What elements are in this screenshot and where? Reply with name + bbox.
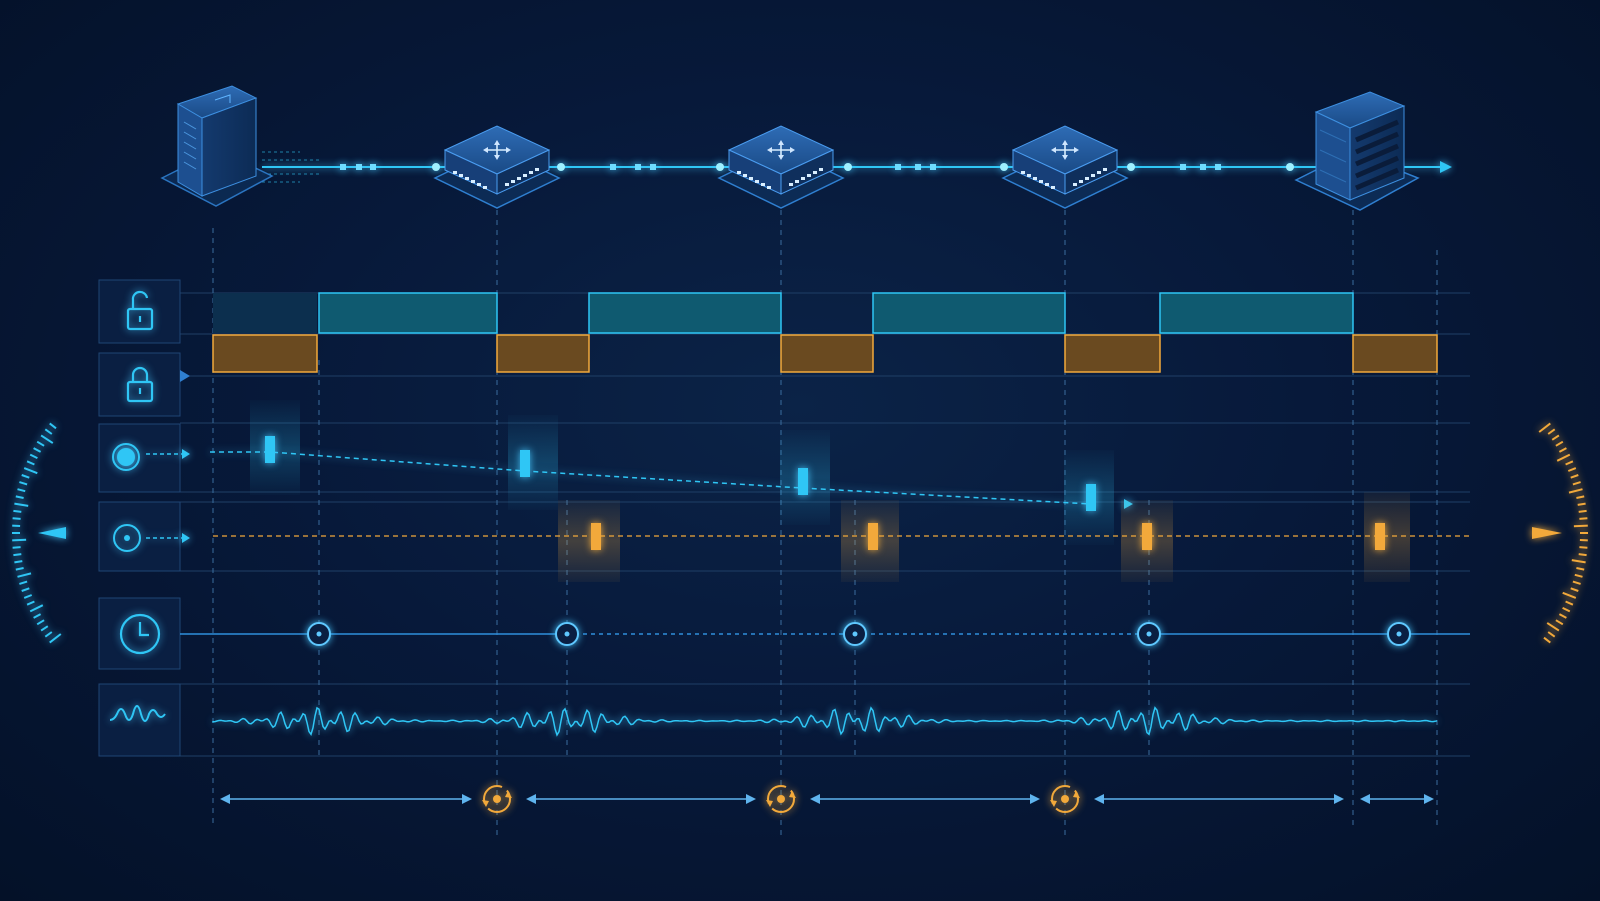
sync-cycle-icon xyxy=(1050,785,1080,813)
dial-tick xyxy=(1551,434,1560,441)
lock-blocks xyxy=(212,334,1438,373)
dial-tick xyxy=(13,509,22,513)
locked-padlock-icon xyxy=(126,366,154,403)
dial-tick xyxy=(23,594,33,599)
target-circle-arrow-icon xyxy=(113,524,190,552)
dial-tick xyxy=(15,495,24,499)
dial-tick xyxy=(1568,488,1583,494)
amber-dial-icon xyxy=(1532,422,1588,644)
dial-tick xyxy=(1538,422,1551,433)
dial-tick xyxy=(49,633,62,644)
network-switch-icon xyxy=(717,125,845,209)
dial-tick xyxy=(17,572,32,578)
dial-tick xyxy=(1576,495,1585,499)
dial-tick xyxy=(40,625,49,632)
primary-timestamp-markers xyxy=(265,436,1096,511)
dial-tick xyxy=(19,580,28,585)
tower-server-icon xyxy=(160,85,274,207)
secondary-timestamp-trace xyxy=(213,492,1470,582)
dial-tick xyxy=(12,517,21,520)
primary-timestamp-trace xyxy=(210,400,1133,545)
dial-tick xyxy=(19,481,28,486)
dial-tick xyxy=(49,422,57,430)
dial-tick xyxy=(12,546,21,549)
dial-tick xyxy=(1543,636,1551,644)
dial-tick xyxy=(21,587,30,592)
dial-tick xyxy=(1555,619,1564,626)
dial-tick xyxy=(33,447,42,453)
network-switch-icon xyxy=(1001,125,1129,209)
link-stream-lines xyxy=(262,151,320,183)
dial-tick xyxy=(36,440,45,447)
dial-tick xyxy=(1570,474,1579,479)
lane-pointer-icon xyxy=(180,370,190,382)
dial-tick xyxy=(1558,613,1567,619)
sync-cycle-icon xyxy=(766,785,796,813)
dial-tick xyxy=(1547,631,1556,638)
dial-tick xyxy=(1555,440,1564,447)
link-packet-dots xyxy=(340,164,1221,170)
lane-icon-column xyxy=(98,279,181,757)
dial-tick xyxy=(14,560,23,564)
dial-tick xyxy=(29,604,44,613)
clock-sync-point-centers xyxy=(316,631,1402,637)
dial-tick xyxy=(1577,502,1586,506)
dial-tick xyxy=(36,619,45,626)
clock-icon xyxy=(119,613,161,655)
network-switch-icon xyxy=(433,125,561,209)
sync-cycle-icon xyxy=(482,785,512,813)
waveform-icon xyxy=(109,705,166,722)
dial-tick xyxy=(29,453,38,459)
signal-waveform xyxy=(212,706,1438,737)
dial-tick xyxy=(1567,467,1577,472)
dial-tick xyxy=(26,600,35,606)
dial-tick xyxy=(1546,622,1560,632)
dial-tick xyxy=(1558,447,1567,453)
dial-tick xyxy=(1578,509,1587,513)
dial-tick xyxy=(1578,553,1587,557)
dial-tick xyxy=(14,502,29,507)
dial-tick xyxy=(1579,517,1588,520)
dial-tick xyxy=(21,474,30,479)
dial-tick xyxy=(23,467,38,475)
dial-tick xyxy=(26,460,35,466)
dial-tick xyxy=(44,631,53,638)
link-endpoint-dots xyxy=(432,163,1294,171)
dial-tick xyxy=(44,428,53,435)
dial-tick xyxy=(1571,559,1586,564)
dial-tick xyxy=(1572,580,1581,585)
dial-tick xyxy=(1572,481,1581,486)
rack-server-icon xyxy=(1294,91,1420,211)
dial-tick xyxy=(1556,453,1571,462)
clock-sync-points xyxy=(307,622,1411,646)
dial-tick xyxy=(17,488,26,493)
secondary-timestamp-markers xyxy=(591,523,1385,550)
dial-tick xyxy=(1579,546,1588,549)
cyan-dial-icon xyxy=(12,422,66,644)
dial-tick xyxy=(1573,524,1588,528)
dial-tick xyxy=(1562,607,1571,613)
dial-tick xyxy=(1576,567,1585,571)
dial-tick xyxy=(12,538,27,542)
unlocked-padlock-icon xyxy=(126,290,154,331)
dial-tick xyxy=(1565,460,1574,466)
dial-tick xyxy=(1562,591,1577,599)
filled-circle-arrow-icon xyxy=(112,443,190,471)
dial-tick xyxy=(40,434,54,444)
dial-tick xyxy=(1547,428,1556,435)
dial-tick xyxy=(1574,573,1583,578)
hop-duration-arrows xyxy=(220,794,1434,804)
dial-tick xyxy=(33,613,42,619)
unlock-blocks xyxy=(213,292,1354,334)
dial-tick xyxy=(1570,587,1579,592)
dial-tick xyxy=(13,553,22,557)
dial-tick xyxy=(1565,600,1574,606)
dial-tick xyxy=(15,567,24,571)
